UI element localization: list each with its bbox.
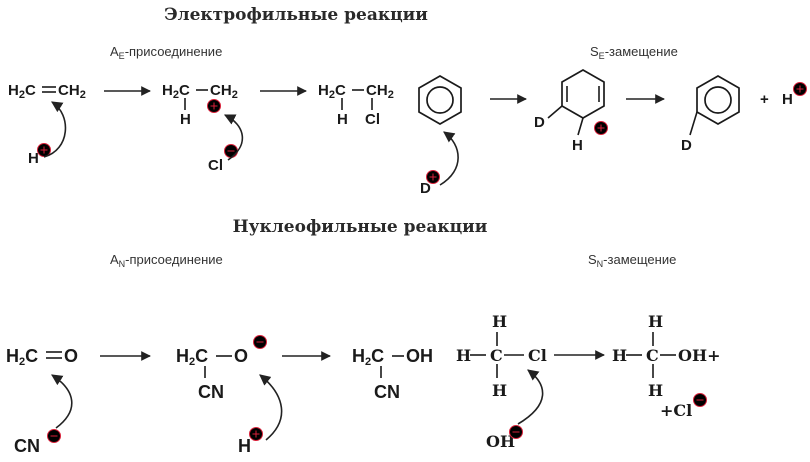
label-an-addition: AN-присоединение [110,252,223,269]
curved-arrow-cn-attack [51,374,73,429]
svg-text:D: D [681,137,692,154]
negative-charge-icon [47,429,61,443]
positive-charge-icon [793,82,807,96]
label-se-substitution: SE-замещение [590,44,678,61]
svg-text:H2C: H2C [6,346,38,368]
svg-text:D: D [534,114,545,131]
ethylene-ch2-right: CH2 [58,82,86,101]
cyanohydrin: H2C OH CN [352,346,433,402]
negative-charge-icon [224,144,238,158]
svg-text:H: H [612,346,627,365]
sigma-complex: D H [534,69,608,154]
svg-text:Cl: Cl [528,346,547,365]
positive-charge-icon [594,121,608,135]
svg-text:H: H [337,111,348,128]
proton-h-2: H [238,436,251,456]
chloromethane: H H C Cl H [456,312,547,400]
negative-charge-icon [509,425,523,439]
curved-arrow-d-attack [439,131,459,186]
formaldehyde: H2C O [6,346,78,368]
chloride-product: +Cl [660,401,692,420]
title-electrophilic: Электрофильные реакции [164,5,428,25]
carbocation-ch2: H2C [162,82,190,101]
cyanide-cn: CN [14,436,40,456]
hydroxide-oh: OH [486,432,515,451]
svg-text:H2C: H2C [352,346,384,368]
carbocation-ch2-right: CH2 [210,82,238,101]
alkoxide-intermediate: H2C O CN [176,335,267,402]
proton-h: H [28,150,39,167]
curved-arrow-cl-attack [223,114,244,161]
positive-charge-icon [426,170,440,184]
svg-text:H2C: H2C [176,346,208,368]
svg-text:H: H [456,346,471,365]
svg-text:H: H [492,312,507,331]
svg-text:O: O [64,346,78,366]
chloride-cl: Cl [208,157,223,174]
curved-arrow-h-attack [43,101,67,158]
svg-text:CN: CN [198,382,224,402]
chloroethane: H2C CH2 H Cl [318,82,394,128]
svg-text:OH+: OH+ [678,346,720,365]
svg-text:Cl: Cl [365,111,380,128]
svg-text:H: H [648,312,663,331]
deuterobenzene: D [681,75,740,154]
carbocation-h: H [180,111,191,128]
svg-text:C: C [490,346,503,365]
curved-arrow-oh-attack [517,369,544,425]
ethylene-ch2-left: H2C [8,82,36,101]
curved-arrow-h-attack-2 [259,374,283,441]
proton-h-product: H [782,91,793,108]
svg-text:H: H [572,137,583,154]
benzene [418,75,462,125]
label-ae-addition: AE-присоединение [110,44,222,61]
svg-text:H2C: H2C [318,82,346,101]
svg-text:CH2: CH2 [366,82,394,101]
svg-text:CN: CN [374,382,400,402]
negative-charge-icon [693,393,707,407]
positive-charge-icon [249,427,263,441]
ethylene: H2C CH2 [8,82,86,101]
svg-text:O: O [234,346,248,366]
carbocation: H2C CH2 H [162,82,238,128]
svg-text:H: H [492,381,507,400]
label-sn-substitution: SN-замещение [588,252,676,269]
deuteron-d: D [420,180,431,197]
methanol: H H C OH+ H [612,312,720,400]
svg-text:H: H [648,381,663,400]
plus-sign: + [760,91,769,108]
title-nucleophilic: Нуклеофильные реакции [233,217,488,237]
negative-charge-icon [253,335,267,349]
positive-charge-icon [207,99,221,113]
svg-text:C: C [646,346,659,365]
svg-text:OH: OH [406,346,433,366]
